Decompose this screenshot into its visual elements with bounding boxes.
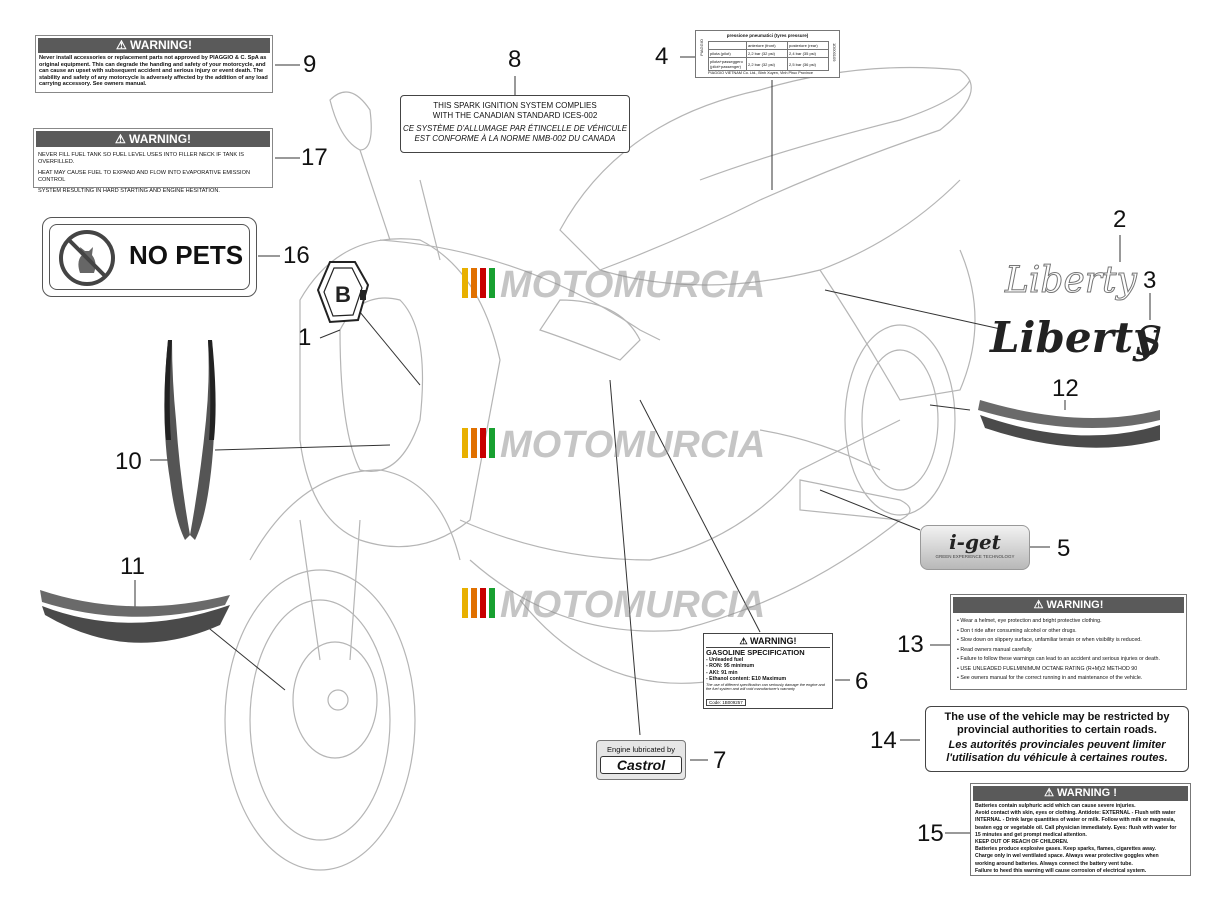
warning-13-header: WARNING! — [1046, 599, 1104, 611]
gasoline-note: The use of different specification can s… — [706, 682, 825, 692]
warning-triangle-icon: ⚠ — [739, 636, 748, 646]
list-item: • Failure to follow these warnings can l… — [957, 656, 1160, 662]
tyre-footer: PIAGGIO VIETNAM Co. Ltd., Binh Xuyen, Vi… — [708, 71, 814, 75]
warning-label-13: ⚠ WARNING! • Wear a helmet, eye protecti… — [950, 594, 1187, 690]
table-row: pilota+passeggero (pilot+passenger) 2,2 … — [708, 57, 829, 71]
callout-11: 11 — [120, 553, 145, 580]
warning-17-header: WARNING! — [129, 132, 192, 146]
callout-2: 2 — [1113, 206, 1127, 233]
callout-4: 4 — [655, 43, 669, 70]
no-pets-text: NO PETS — [129, 240, 244, 270]
tyre-brand: PIAGGIO — [699, 39, 704, 56]
liberty-script-decals: Liberty Liberty S — [989, 260, 1162, 366]
castrol-brand: Castrol — [600, 756, 682, 774]
restriction-line-4: l'utilisation du véhicule à certaines ro… — [946, 752, 1168, 764]
restriction-line-2: provincial authorities to certain roads. — [957, 724, 1157, 736]
gasoline-spec-label: ⚠ WARNING! GASOLINE SPECIFICATION - Unle… — [703, 633, 833, 709]
warning-17-line-3: SYSTEM RESULTING IN HARD STARTING AND EN… — [38, 187, 220, 194]
gasoline-title: GASOLINE SPECIFICATION — [706, 648, 805, 657]
callout-15: 15 — [917, 820, 944, 847]
warning-label-17: ⚠ WARNING! NEVER FILL FUEL TANK SO FUEL … — [33, 128, 273, 194]
callout-9: 9 — [303, 51, 317, 78]
watermark-group: MOTOMURCIA MOTOMURCIA MOTOMURCIA — [462, 264, 765, 626]
callout-6: 6 — [855, 668, 869, 695]
list-item: • Slow down on slippery surface, unfamil… — [957, 637, 1142, 643]
callout-5: 5 — [1057, 535, 1071, 562]
spark-line-2: WITH THE CANADIAN STANDARD ICES-002 — [432, 110, 598, 120]
warning-17-line-1: NEVER FILL FUEL TANK SO FUEL LEVEL USES … — [38, 152, 244, 166]
warning-triangle-icon: ⚠ — [1044, 787, 1054, 799]
piaggio-emblem-icon: B — [316, 261, 370, 324]
table-row: pilota (pilot) 2,2 bar (32 psi) 2,4 bar … — [708, 49, 829, 58]
iget-text: i-get — [949, 530, 1001, 554]
warning-9-text: Never install accessories or replacement… — [39, 55, 268, 88]
callout-14: 14 — [870, 727, 897, 754]
tyre-title: pressione pneumatici (tyres pressure) — [726, 33, 809, 38]
battery-warning-label: ⚠ WARNING ! Batteries contain sulphuric … — [970, 783, 1191, 876]
restriction-line-1: The use of the vehicle may be restricted… — [944, 711, 1170, 723]
warning-15-header: WARNING ! — [1057, 787, 1117, 799]
callout-7: 7 — [713, 747, 727, 774]
callout-12: 12 — [1052, 375, 1079, 402]
road-restriction-label: The use of the vehicle may be restricted… — [925, 706, 1189, 772]
tyre-pressure-label: pressione pneumatici (tyres pressure) PI… — [695, 30, 840, 78]
svg-text:B: B — [335, 282, 351, 307]
callout-16: 16 — [283, 242, 310, 269]
warning-label-9: ⚠ WARNING! Never install accessories or … — [35, 35, 273, 93]
spark-line-4: EST CONFORME À LA NORME NMB-002 DU CANAD… — [414, 133, 616, 143]
no-pets-label: NO PETS — [42, 217, 257, 297]
gasoline-header: WARNING! — [750, 636, 797, 646]
callout-1: 1 — [298, 324, 312, 351]
warning-17-line-2: HEAT MAY CAUSE FUEL TO EXPAND AND FLOW I… — [38, 169, 250, 184]
watermark-text: MOTOMURCIA — [500, 584, 765, 626]
liberty-small-text: Liberty — [1004, 260, 1137, 301]
no-pets-icon — [59, 230, 115, 286]
tyre-code: 1D000109 — [832, 43, 837, 62]
iget-subtitle: GREEN EXPERIENCE TECHNOLOGY — [935, 554, 1015, 559]
warning-triangle-icon: ⚠ — [114, 132, 126, 146]
watermark-text: MOTOMURCIA — [500, 264, 765, 306]
leader-lines — [134, 56, 1151, 834]
liberty-s-text: S — [1135, 319, 1162, 365]
list-item: • Don t ride after consuming alcohol or … — [957, 627, 1077, 634]
callout-13: 13 — [897, 631, 924, 658]
callout-3: 3 — [1143, 267, 1157, 294]
scooter-outline — [224, 66, 976, 871]
list-item: • Wear a helmet, eye protection and brig… — [957, 618, 1102, 624]
watermark-text: MOTOMURCIA — [500, 424, 765, 466]
restriction-line-3: Les autorités provinciales peuvent limit… — [948, 739, 1166, 751]
warning-9-header: WARNING! — [130, 38, 193, 52]
spark-ignition-label: THIS SPARK IGNITION SYSTEM COMPLIES WITH… — [400, 95, 630, 153]
stripe-decal-10 — [164, 340, 216, 540]
callout-10: 10 — [115, 448, 142, 475]
castrol-line-1: Engine lubricated by — [607, 745, 675, 754]
warning-triangle-icon: ⚠ — [1033, 599, 1044, 611]
liberty-big-text: Liberty — [989, 313, 1160, 362]
spark-line-1: THIS SPARK IGNITION SYSTEM COMPLIES — [433, 101, 597, 110]
list-item: • See owners manual for the correct runn… — [957, 675, 1143, 681]
tyre-col-front: anteriore (front) — [746, 41, 788, 50]
tyre-table: anteriore (front) posteriore (rear) pilo… — [708, 41, 829, 71]
list-item: • Read owners manual carefully — [957, 646, 1032, 653]
table-row: anteriore (front) posteriore (rear) — [708, 41, 829, 50]
warning-triangle-icon: ⚠ — [115, 38, 127, 52]
stripe-decal-12 — [978, 400, 1160, 448]
tyre-col-rear: posteriore (rear) — [787, 41, 829, 50]
gasoline-code: Code: 1B009257 — [706, 699, 746, 707]
callout-8: 8 — [508, 46, 522, 73]
stripe-decal-11 — [40, 590, 230, 643]
callout-17: 17 — [301, 144, 328, 171]
castrol-label: Engine lubricated by Castrol — [596, 740, 686, 780]
iget-badge: i-get GREEN EXPERIENCE TECHNOLOGY — [920, 525, 1030, 570]
spark-line-3: CE SYSTÈME D'ALLUMAGE PAR ÉTINCELLE DE V… — [402, 124, 628, 133]
list-item: • USE UNLEADED FUELMINIMUM OCTANE RATING… — [957, 665, 1138, 672]
